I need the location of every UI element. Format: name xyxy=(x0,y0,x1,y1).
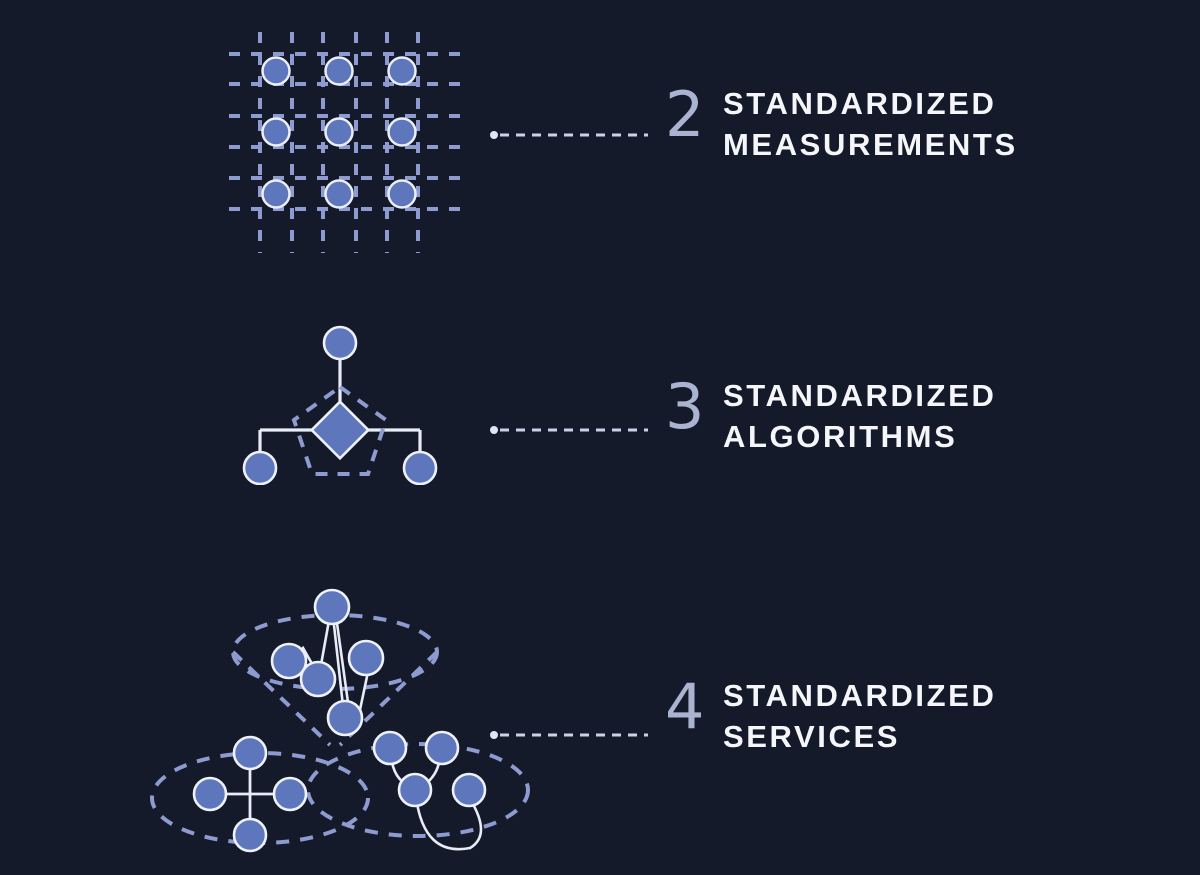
decision-tree-icon xyxy=(235,325,445,485)
item-number-3: 4 xyxy=(665,670,705,743)
item-caption-3: Standardized Services xyxy=(723,678,997,754)
grid-of-nodes-icon xyxy=(225,30,465,255)
item-caption-1: Standardized Measurements xyxy=(723,86,1018,162)
clustered-network-icon xyxy=(140,585,540,865)
label-group-1: 2 Standardized Measurements xyxy=(665,84,1135,166)
item-caption-2: Standardized Algorithms xyxy=(723,378,997,454)
label-group-2: 3 Standardized Algorithms xyxy=(665,376,1135,458)
label-group-3: 4 Standardized Services xyxy=(665,676,1135,758)
connector-line-2 xyxy=(490,424,650,436)
item-number-2: 3 xyxy=(665,370,705,443)
item-number-1: 2 xyxy=(665,78,705,151)
connector-line-3 xyxy=(490,729,650,741)
connector-line-1 xyxy=(490,129,650,141)
